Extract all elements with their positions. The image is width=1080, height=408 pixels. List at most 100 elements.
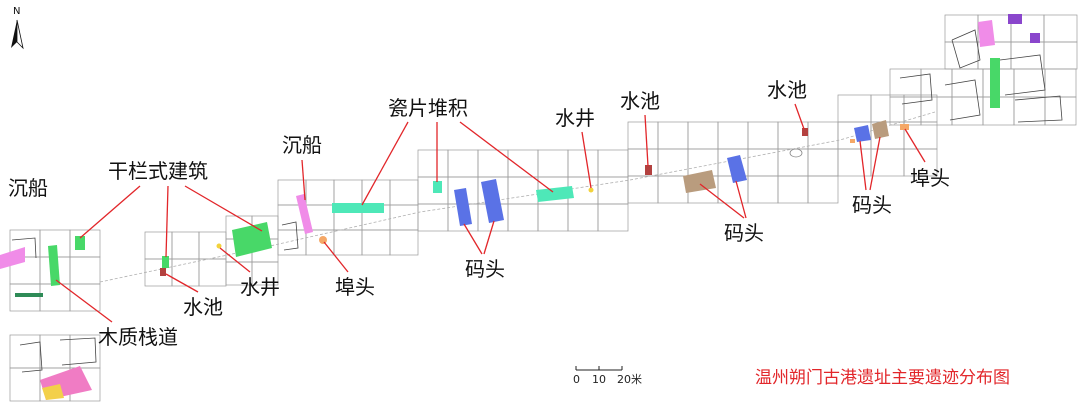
grid-cell	[361, 179, 391, 206]
grid-cell	[9, 334, 41, 369]
grid-cell	[1013, 68, 1046, 98]
walkway-bar-patch	[15, 293, 43, 297]
grid-cell	[807, 175, 839, 204]
leader-line	[361, 121, 409, 206]
grid-cell	[144, 231, 173, 260]
label-wharf-east: 码头	[852, 193, 892, 217]
well-marker-2	[588, 187, 594, 193]
grid-cell	[171, 258, 200, 287]
leader-line	[55, 279, 113, 323]
grid-cell	[889, 68, 922, 98]
grid-cell	[1044, 68, 1077, 98]
wharf-patch-6	[872, 120, 889, 139]
scale-label-0: 0	[573, 373, 580, 386]
grid-cell	[1043, 14, 1078, 43]
grid-cell	[389, 229, 419, 256]
grid-cell	[870, 94, 905, 123]
porcelain-deposit-patch-1	[332, 203, 384, 213]
wharf-patch-5	[854, 125, 871, 142]
scale-label-20: 20米	[617, 373, 642, 386]
grid-cell	[920, 68, 953, 98]
grid-cell	[69, 283, 101, 312]
grid-cell	[777, 148, 809, 177]
grid-cell	[627, 148, 659, 177]
wooden-walkway-patch	[48, 245, 60, 286]
grid-cell	[507, 203, 539, 232]
grid-cell	[657, 175, 689, 204]
label-pool-upper: 水池	[620, 89, 660, 113]
porcelain-deposit-patch-3	[536, 186, 574, 202]
site-detail-line	[281, 221, 299, 251]
northeast-purple-patch-2	[1030, 33, 1040, 43]
grid-cell	[417, 149, 449, 178]
grid-cell	[537, 203, 569, 232]
label-wooden-walkway: 木质栈道	[98, 325, 178, 349]
label-wharf-west: 码头	[465, 257, 505, 281]
label-wharf-central: 码头	[724, 221, 764, 245]
label-pier-east: 埠头	[910, 166, 950, 190]
site-detail-line	[899, 73, 933, 105]
grid-cell	[597, 149, 629, 178]
grid-cell	[198, 231, 227, 260]
northeast-purple-patch-1	[1008, 14, 1022, 24]
grid-cell	[39, 283, 71, 312]
leader-line	[301, 159, 306, 201]
grid-cell	[627, 175, 659, 204]
grid-cell	[1043, 41, 1078, 70]
leader-line	[859, 140, 867, 191]
grid-cell	[507, 149, 539, 178]
grid-cell	[333, 229, 363, 256]
leader-line	[219, 247, 251, 273]
grid-cell	[837, 94, 872, 123]
north-arrow-icon	[11, 20, 17, 48]
label-porcelain-deposit: 瓷片堆积	[388, 96, 468, 120]
grid-cell	[597, 203, 629, 232]
grid-cell	[333, 179, 363, 206]
site-detail-line	[59, 337, 97, 366]
site-details	[11, 29, 1063, 373]
grid-cell	[944, 14, 979, 43]
leader-line	[644, 114, 649, 167]
pool-patch-3	[802, 128, 808, 136]
grid-cell	[1044, 96, 1077, 126]
north-arrow-icon-outline	[16, 19, 24, 50]
shipwreck-west-patch	[0, 247, 25, 269]
feature-labels: 沉船 干栏式建筑 沉船 瓷片堆积 水井 水池 水池 埠头 码头 码头 码头 埠头…	[8, 78, 950, 349]
grid-cell	[657, 121, 689, 150]
site-detail-line	[19, 341, 43, 373]
grid-cell	[777, 175, 809, 204]
label-pool-east: 水池	[767, 78, 807, 102]
stilt-building-patch-3	[232, 222, 272, 257]
site-detail-line	[944, 79, 981, 121]
leader-line	[869, 136, 881, 191]
leader-line	[483, 220, 495, 255]
label-well-upper: 水井	[555, 106, 595, 130]
north-arrow: N	[11, 6, 24, 50]
leader-line	[184, 185, 263, 232]
grid-cell	[69, 256, 101, 285]
site-detail-line	[1014, 95, 1063, 123]
label-stilt-building: 干栏式建筑	[108, 159, 208, 183]
stilt-building-patch-1	[75, 236, 85, 250]
leader-lines	[55, 103, 926, 323]
wharf-patch-3	[683, 170, 716, 193]
northeast-green-patch	[990, 58, 1000, 108]
leader-line	[794, 103, 805, 130]
pool-patch-1	[160, 268, 166, 276]
grid-cell	[747, 175, 779, 204]
leader-line	[735, 180, 747, 219]
wharf-patch-4	[727, 155, 747, 183]
pier-marker-1	[319, 236, 327, 244]
grid-cell	[837, 148, 872, 177]
grid-cell	[807, 148, 839, 177]
grid-cell	[9, 283, 41, 312]
grid-cell	[567, 149, 599, 178]
grid-cell	[198, 258, 227, 287]
pit-outline	[789, 148, 803, 158]
north-label: N	[13, 6, 20, 17]
stilt-building-patch-2	[162, 256, 169, 268]
label-shipwreck-central: 沉船	[282, 133, 322, 157]
leader-line	[79, 185, 141, 239]
leader-line	[165, 185, 169, 258]
label-shipwreck-west: 沉船	[8, 176, 48, 200]
